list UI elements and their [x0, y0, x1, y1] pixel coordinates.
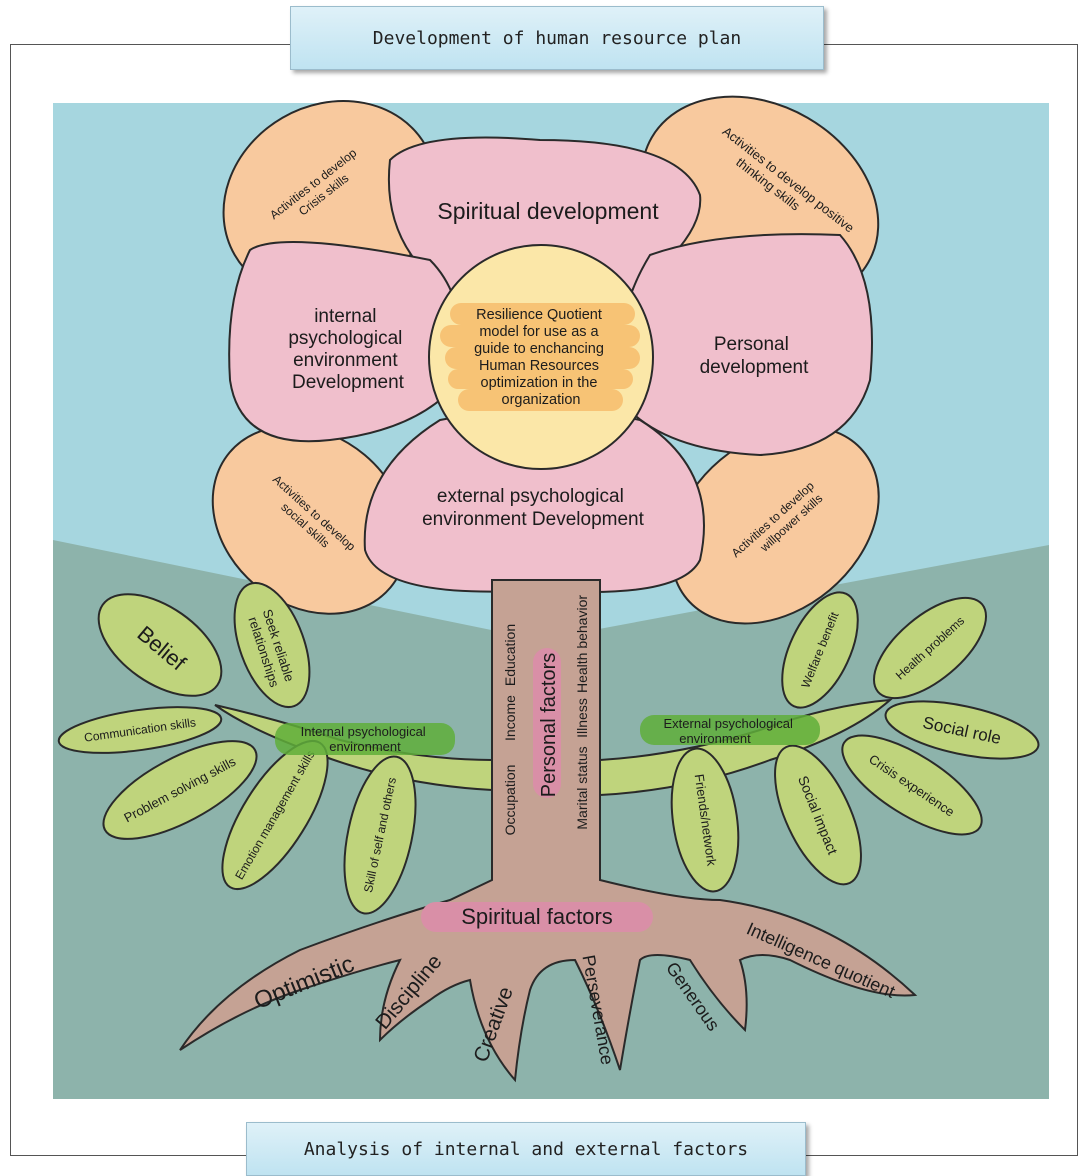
- trunk-right-column: Marital status Illness Health behavior: [574, 595, 590, 830]
- top-banner: Development of human resource plan: [290, 6, 824, 70]
- center-line-1: Resilience Quotient: [476, 307, 602, 323]
- center-line-5: optimization in the: [481, 375, 598, 391]
- bottom-banner: Analysis of internal and external factor…: [246, 1122, 806, 1176]
- spiritual-factors-label: Spiritual factors: [461, 904, 613, 929]
- trunk-income: Income: [502, 695, 518, 741]
- trunk-left-column: Occupation Income Education: [502, 624, 518, 836]
- trunk-marital-status: Marital status: [574, 746, 590, 829]
- center-line-3: guide to enchancing: [474, 341, 604, 357]
- center-line-6: organization: [502, 392, 581, 408]
- personal-factors-label: Personal factors: [538, 653, 560, 798]
- trunk-illness: Illness: [574, 698, 590, 738]
- trunk-education: Education: [502, 624, 518, 686]
- center-line-4: Human Resources: [479, 358, 599, 374]
- petal-top-label: Spiritual development: [437, 198, 659, 224]
- trunk-occupation: Occupation: [502, 765, 518, 836]
- trunk-health-behavior: Health behavior: [574, 595, 590, 693]
- center-line-2: model for use as a: [479, 324, 599, 340]
